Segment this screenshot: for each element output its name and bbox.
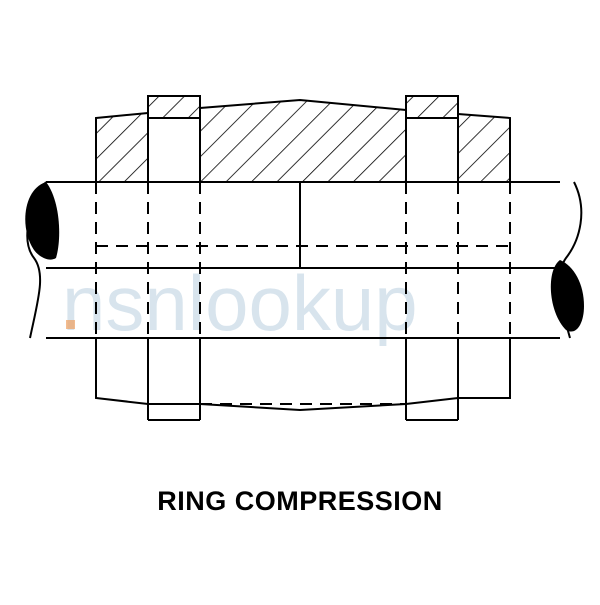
compression-ring-right xyxy=(405,95,459,421)
figure-caption: RING COMPRESSION xyxy=(157,486,443,516)
watermark-dot xyxy=(66,320,75,329)
watermark-logo: nsnlookup xyxy=(62,259,418,347)
hidden-lines xyxy=(95,182,511,405)
compression-ring-left xyxy=(147,95,201,421)
pipe-end-left xyxy=(25,182,60,260)
pipe-end-right xyxy=(550,260,584,332)
